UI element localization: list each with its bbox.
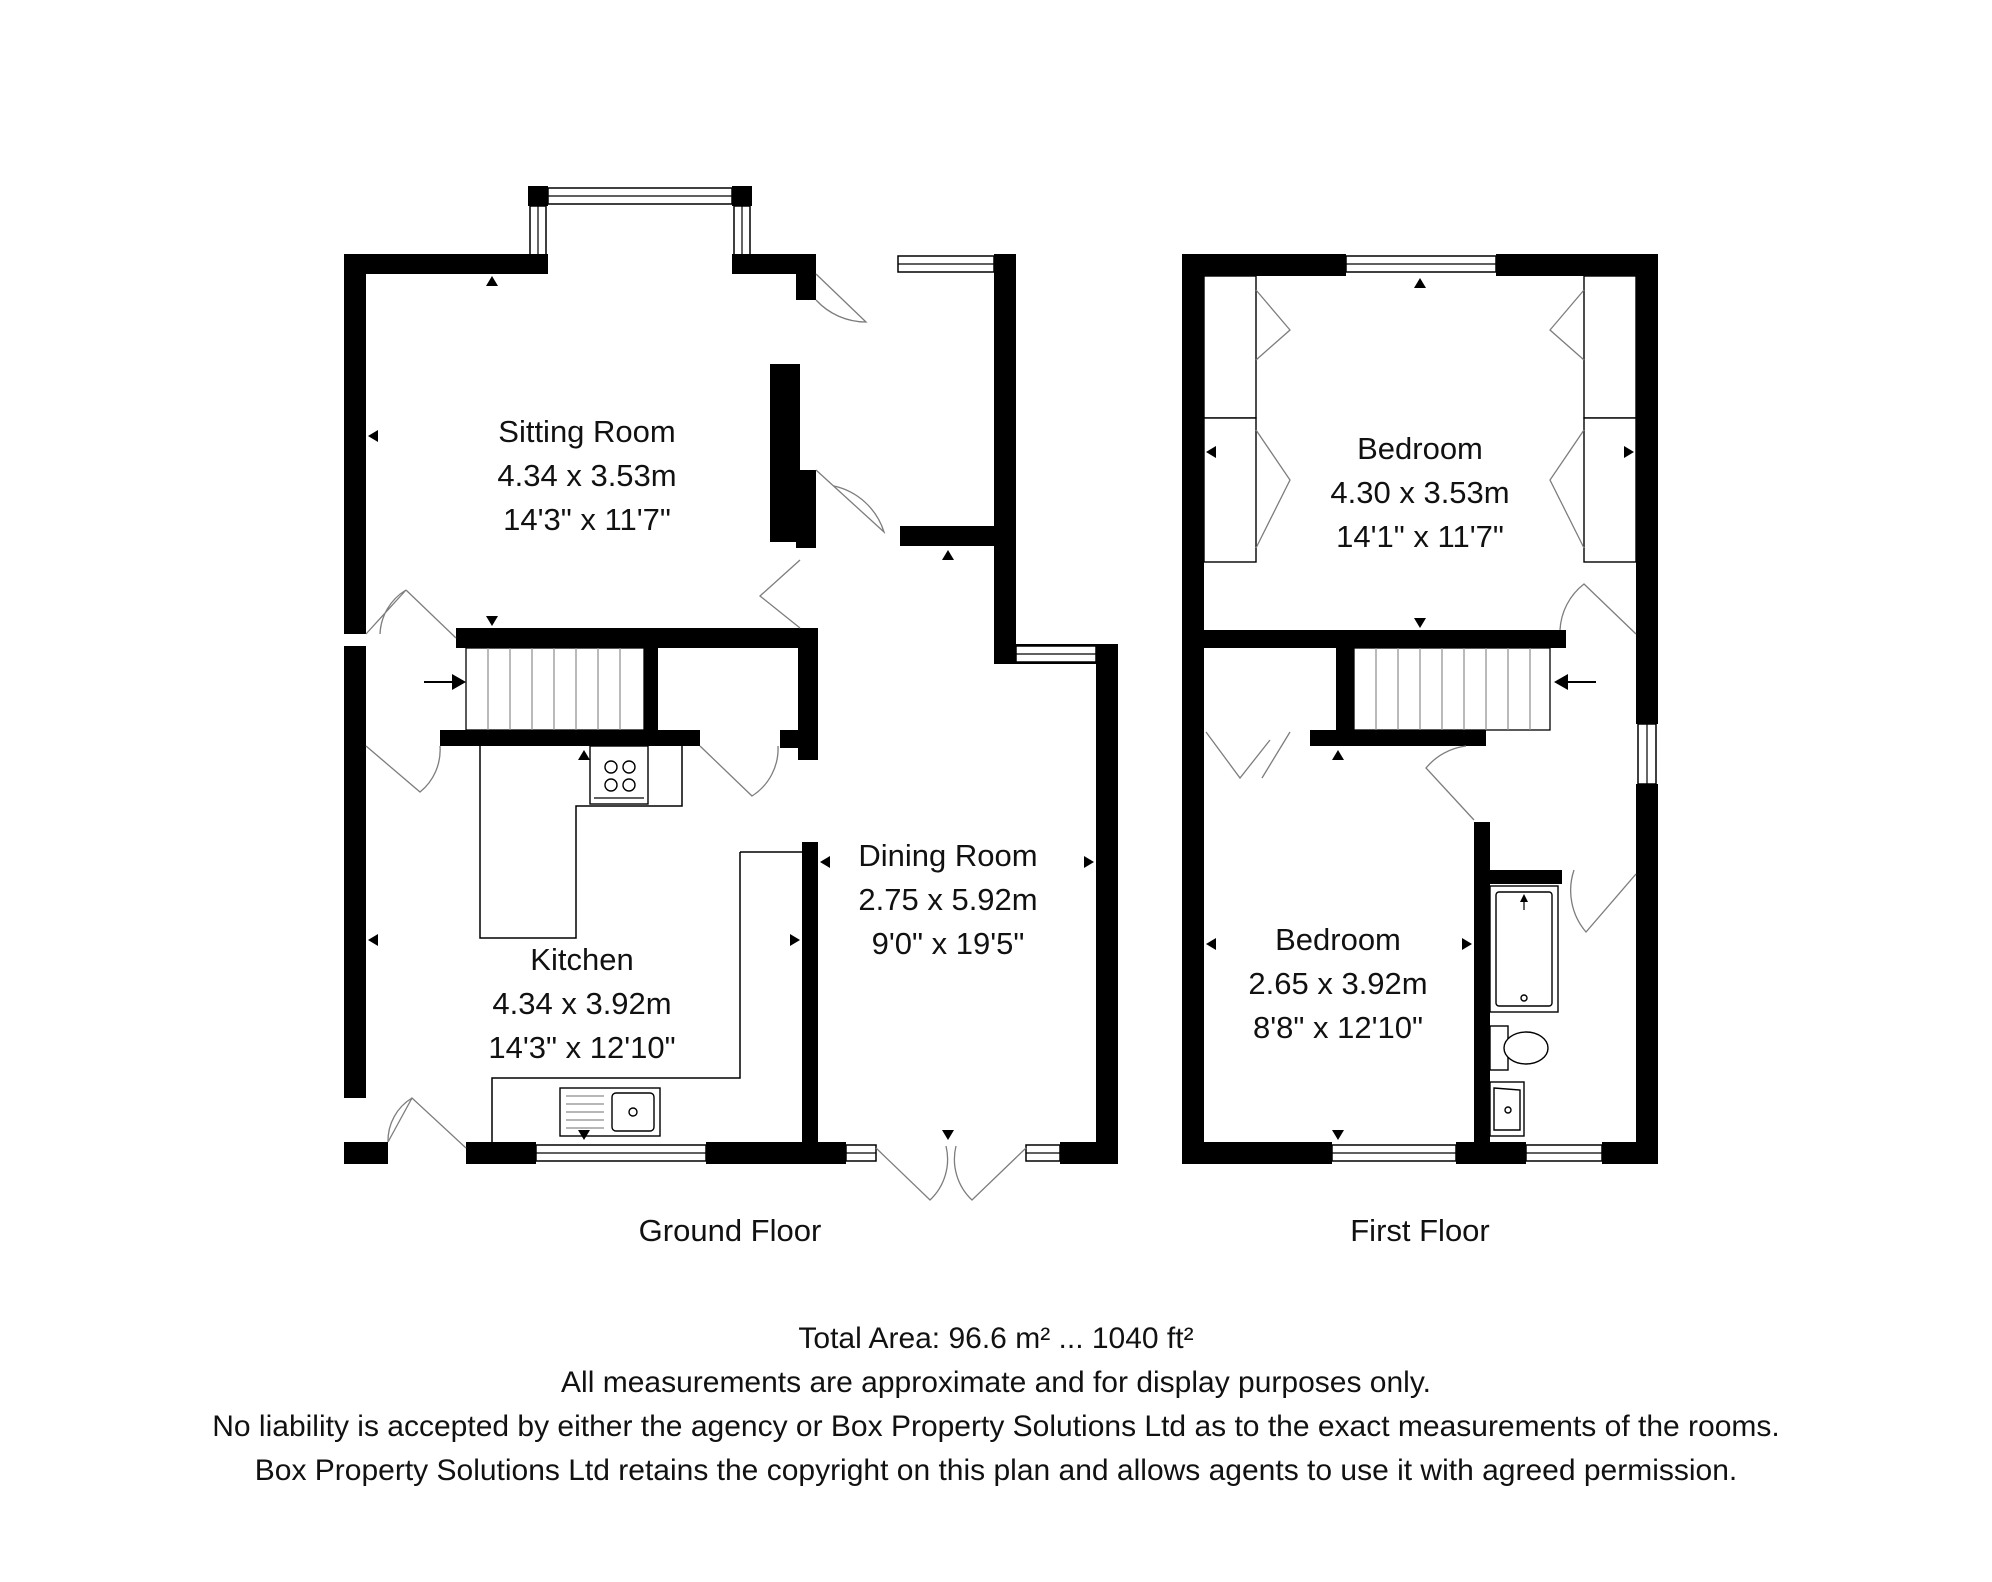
room-imperial: 14'3" x 11'7" xyxy=(503,502,671,537)
room-imperial: 9'0" x 19'5" xyxy=(872,926,1025,961)
bath xyxy=(1489,885,1559,1013)
disclaimer-line-1: All measurements are approximate and for… xyxy=(561,1366,1431,1399)
ground-floor-walls xyxy=(344,254,1118,1164)
ground-floor-stairs xyxy=(424,647,645,731)
room-name: Bedroom xyxy=(1275,922,1401,957)
room-metric: 4.30 x 3.53m xyxy=(1330,475,1509,510)
room-imperial: 14'1" x 11'7" xyxy=(1336,519,1504,554)
ground-floor-plan: Sitting Room 4.34 x 3.53m 14'3" x 11'7" … xyxy=(344,186,1118,1248)
first-floor-plan: Bedroom 4.30 x 3.53m 14'1" x 11'7" Bedro… xyxy=(1182,254,1658,1248)
room-label-kitchen: Kitchen 4.34 x 3.92m 14'3" x 12'10" xyxy=(488,942,675,1065)
first-floor-windows xyxy=(1331,255,1657,1162)
room-label-dining-room: Dining Room 2.75 x 5.92m 9'0" x 19'5" xyxy=(858,838,1037,961)
ground-floor-doors xyxy=(365,273,1027,1201)
room-metric: 2.65 x 3.92m xyxy=(1248,966,1427,1001)
room-label-bedroom-1: Bedroom 4.30 x 3.53m 14'1" x 11'7" xyxy=(1330,431,1509,554)
disclaimer-line-3: Box Property Solutions Ltd retains the c… xyxy=(255,1454,1738,1487)
room-metric: 4.34 x 3.92m xyxy=(492,986,671,1021)
disclaimer-line-2: No liability is accepted by either the a… xyxy=(212,1410,1779,1443)
first-floor-label: First Floor xyxy=(1350,1213,1490,1248)
room-metric: 2.75 x 5.92m xyxy=(858,882,1037,917)
basin xyxy=(1489,1081,1525,1137)
room-imperial: 14'3" x 12'10" xyxy=(488,1030,675,1065)
kitchen-fittings xyxy=(479,745,802,1142)
room-name: Dining Room xyxy=(858,838,1037,873)
toilet xyxy=(1489,1025,1549,1071)
room-name: Sitting Room xyxy=(498,414,675,449)
ground-floor-label: Ground Floor xyxy=(639,1213,822,1248)
room-name: Bedroom xyxy=(1357,431,1483,466)
room-metric: 4.34 x 3.53m xyxy=(497,458,676,493)
room-imperial: 8'8" x 12'10" xyxy=(1253,1010,1423,1045)
ground-floor-markers xyxy=(368,276,1094,1140)
total-area: Total Area: 96.6 m² ... 1040 ft² xyxy=(798,1322,1193,1355)
hob xyxy=(589,745,649,805)
bathroom-fittings xyxy=(1489,885,1559,1137)
footer-notes: Total Area: 96.6 m² ... 1040 ft² All mea… xyxy=(212,1322,1779,1487)
kitchen-sink xyxy=(559,1087,661,1137)
ground-floor-windows xyxy=(535,255,1097,1162)
room-label-sitting-room: Sitting Room 4.34 x 3.53m 14'3" x 11'7" xyxy=(497,414,676,537)
first-floor-markers xyxy=(1206,278,1634,1140)
room-label-bedroom-2: Bedroom 2.65 x 3.92m 8'8" x 12'10" xyxy=(1248,922,1427,1045)
first-floor-doors xyxy=(1205,583,1637,933)
first-floor-stairs xyxy=(1353,647,1596,731)
bay-window xyxy=(528,186,752,265)
room-name: Kitchen xyxy=(530,942,633,977)
wardrobes xyxy=(1203,275,1637,563)
first-floor-walls xyxy=(1182,254,1658,1164)
